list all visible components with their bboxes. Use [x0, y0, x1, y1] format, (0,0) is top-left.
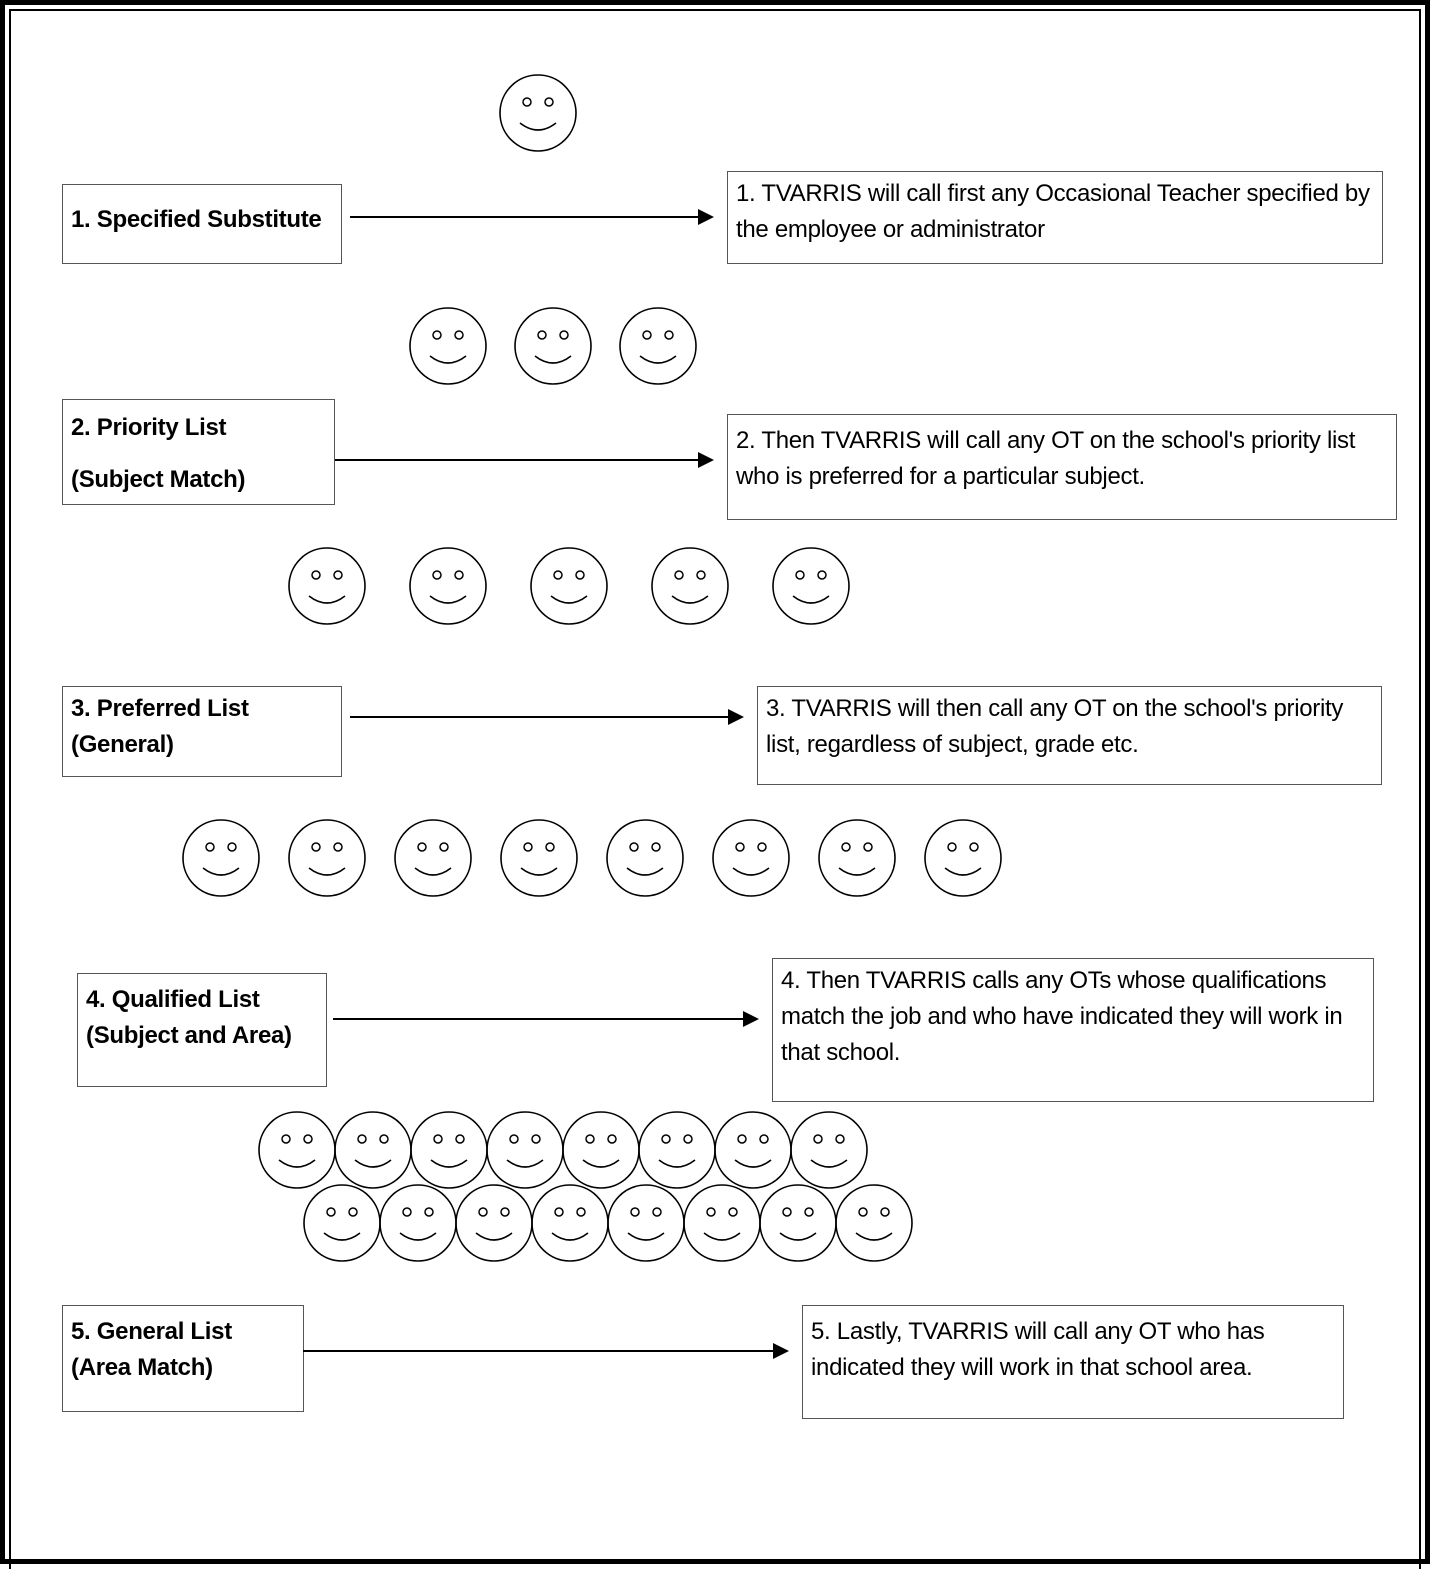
step-3-arrow	[350, 709, 744, 725]
step-4-arrow	[333, 1011, 759, 1027]
smiley-face-icon-5-7	[714, 1111, 792, 1189]
smiley-face-icon-5-8	[790, 1111, 868, 1189]
step-4-description-box: 4. Then TVARRIS calls any OTs whose qual…	[772, 958, 1374, 1102]
inner-page-border	[9, 9, 1421, 1569]
step-4-description: 4. Then TVARRIS calls any OTs whose qual…	[781, 967, 1343, 1066]
smiley-face-icon-3-1	[288, 547, 366, 625]
smiley-face-icon-3-2	[409, 547, 487, 625]
step-2-description-box: 2. Then TVARRIS will call any OT on the …	[727, 414, 1397, 520]
step-3-description-box: 3. TVARRIS will then call any OT on the …	[757, 686, 1382, 785]
smiley-face-icon-4-2	[288, 819, 366, 897]
smiley-face-icon-4-5	[606, 819, 684, 897]
smiley-face-icon-4-4	[500, 819, 578, 897]
smiley-face-icon-4-7	[818, 819, 896, 897]
step-1-label-box: 1. Specified Substitute	[62, 184, 342, 264]
smiley-face-icon-2-1	[409, 307, 487, 385]
smiley-face-icon-5-6	[638, 1111, 716, 1189]
smiley-face-icon-5-5	[562, 1111, 640, 1189]
step-5-description: 5. Lastly, TVARRIS will call any OT who …	[811, 1318, 1265, 1381]
smiley-face-icon-4-1	[182, 819, 260, 897]
step-4-label-box: 4. Qualified List (Subject and Area)	[77, 973, 327, 1087]
smiley-face-icon-3-3	[530, 547, 608, 625]
smiley-face-icon-5-16	[835, 1184, 913, 1262]
step-5-arrow	[303, 1343, 789, 1359]
smiley-face-icon-5-9	[303, 1184, 381, 1262]
smiley-face-icon-3-4	[651, 547, 729, 625]
smiley-face-icon-5-12	[531, 1184, 609, 1262]
step-1-label: 1. Specified Substitute	[71, 206, 322, 233]
step-1-description-box: 1. TVARRIS will call first any Occasiona…	[727, 171, 1383, 264]
step-4-label-line2: (Subject and Area)	[86, 1022, 292, 1049]
smiley-face-icon-2-2	[514, 307, 592, 385]
smiley-face-icon-5-2	[334, 1111, 412, 1189]
smiley-face-icon-5-11	[455, 1184, 533, 1262]
step-5-label-line1: 5. General List	[71, 1318, 232, 1345]
step-2-label-line1: 2. Priority List	[71, 414, 227, 441]
smiley-face-icon-5-13	[607, 1184, 685, 1262]
step-4-label-line1: 4. Qualified List	[86, 986, 260, 1013]
step-5-label-line2: (Area Match)	[71, 1354, 213, 1381]
smiley-face-icon-5-10	[379, 1184, 457, 1262]
step-2-description: 2. Then TVARRIS will call any OT on the …	[736, 427, 1356, 490]
step-3-label-line2: (General)	[71, 731, 174, 758]
step-5-label-box: 5. General List (Area Match)	[62, 1305, 304, 1412]
step-3-label-box: 3. Preferred List (General)	[62, 686, 342, 777]
step-1-arrow	[350, 209, 714, 225]
smiley-face-icon-4-8	[924, 819, 1002, 897]
step-5-description-box: 5. Lastly, TVARRIS will call any OT who …	[802, 1305, 1344, 1419]
step-3-label-line1: 3. Preferred List	[71, 695, 249, 722]
smiley-face-icon-2-3	[619, 307, 697, 385]
step-2-arrow	[335, 452, 714, 468]
smiley-face-icon-5-14	[683, 1184, 761, 1262]
smiley-face-icon-5-3	[410, 1111, 488, 1189]
smiley-face-icon-3-5	[772, 547, 850, 625]
smiley-face-icon-1-1	[499, 74, 577, 152]
smiley-face-icon-5-4	[486, 1111, 564, 1189]
step-2-label-line2: (Subject Match)	[71, 466, 246, 493]
smiley-face-icon-5-15	[759, 1184, 837, 1262]
smiley-face-icon-5-1	[258, 1111, 336, 1189]
smiley-face-icon-4-3	[394, 819, 472, 897]
step-1-description: 1. TVARRIS will call first any Occasiona…	[736, 180, 1370, 243]
step-3-description: 3. TVARRIS will then call any OT on the …	[766, 695, 1344, 758]
step-2-label-box: 2. Priority List (Subject Match)	[62, 399, 335, 505]
smiley-face-icon-4-6	[712, 819, 790, 897]
